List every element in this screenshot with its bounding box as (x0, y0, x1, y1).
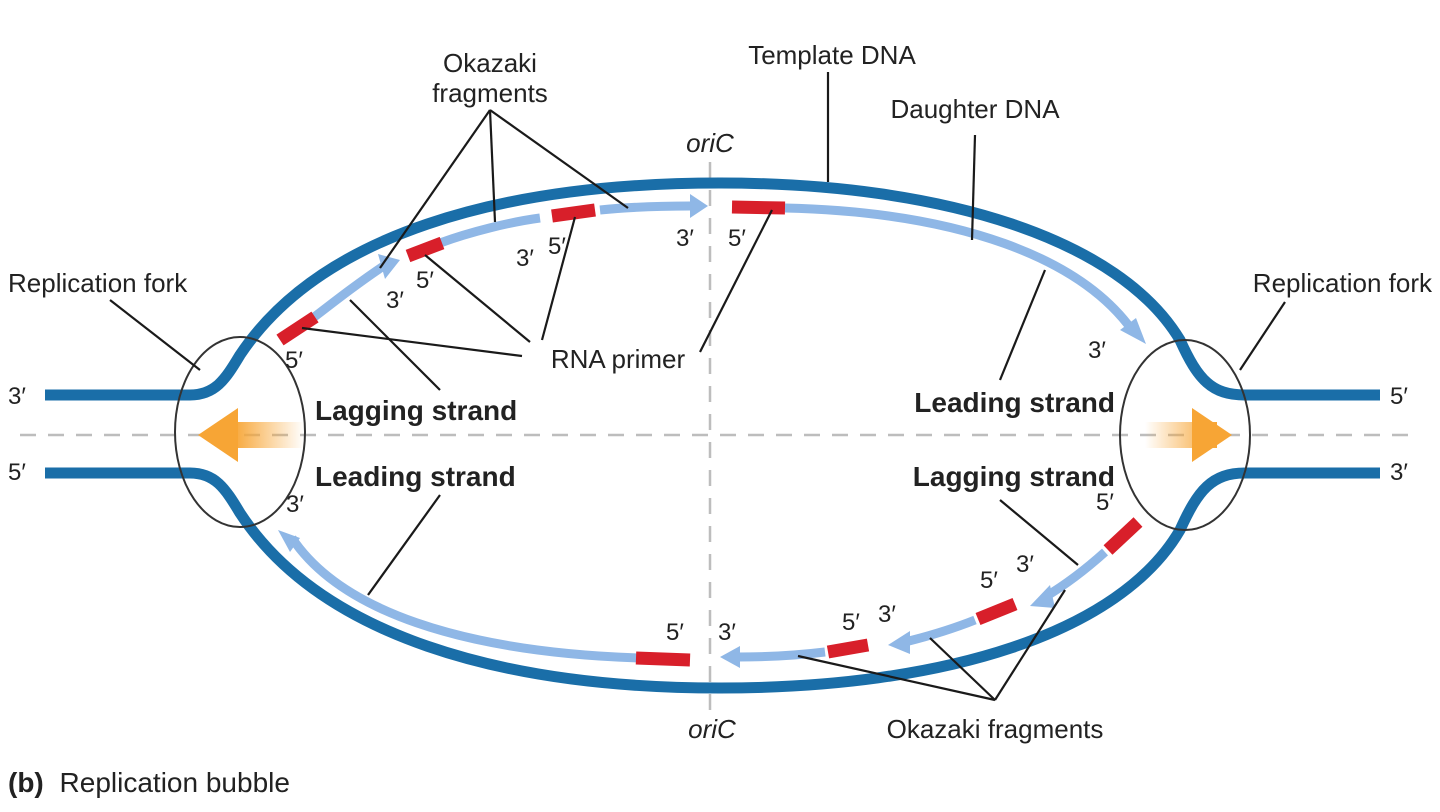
end-tl-5a: 5′ (285, 347, 303, 374)
end-br-3a: 3′ (718, 619, 736, 646)
okazaki-fragment-br-3 (737, 647, 826, 662)
end-br-3b: 3′ (878, 601, 896, 628)
end-tl-5c: 5′ (548, 233, 566, 260)
rna-primer-br-1 (1103, 517, 1143, 555)
okazaki-bottom-label: Okazaki fragments (887, 714, 1104, 744)
end-br-5c: 5′ (1096, 489, 1114, 516)
strand-end-labels: 3′ 5′ 5′ 3′ 5′ 3′ 5′ 3′ 5′ 3′ 5′ 3′ 3′ 5… (8, 225, 1408, 646)
labels: Okazaki fragments Template DNA Daughter … (8, 40, 1433, 798)
leading-strand-left-label: Leading strand (315, 461, 516, 492)
replication-fork-right-ellipse (1119, 339, 1251, 531)
figure-caption: (b) Replication bubble (8, 767, 290, 798)
caption-letter: (b) (8, 767, 44, 798)
rna-primer-tr (731, 200, 786, 215)
replication-fork-left-label: Replication fork (8, 268, 188, 298)
end-br-5b: 5′ (980, 567, 998, 594)
fork-direction-arrow-left (198, 408, 304, 462)
replication-fork-left-ellipse (174, 336, 306, 528)
okazaki-fragment-tl-2 (438, 213, 541, 248)
rna-primer-tl-2 (405, 236, 445, 263)
rna-primers (276, 200, 1143, 667)
oric-bottom-label: oriC (688, 714, 736, 744)
okazaki-top-label-2: fragments (432, 78, 548, 108)
daughter-arrowheads (278, 194, 1146, 668)
end-br-5a: 5′ (842, 609, 860, 636)
lagging-strand-left-label: Lagging strand (315, 395, 517, 426)
end-tr-3: 3′ (1088, 337, 1106, 364)
rna-primer-label: RNA primer (551, 344, 686, 374)
end-bl-5: 5′ (666, 619, 684, 646)
fork-direction-arrow-right (1145, 408, 1232, 462)
okazaki-fragment-br-1 (1042, 548, 1109, 601)
leading-strand-right-label: Leading strand (914, 387, 1115, 418)
daughter-dna-label: Daughter DNA (890, 94, 1060, 124)
end-left-bottom: 5′ (8, 459, 26, 486)
end-right-top: 5′ (1390, 383, 1408, 410)
end-tl-3a: 3′ (386, 287, 404, 314)
rna-primer-tl-1 (276, 311, 319, 346)
okazaki-top-label-1: Okazaki (443, 48, 537, 78)
end-tl-5b: 5′ (416, 267, 434, 294)
end-tr-5: 5′ (728, 225, 746, 252)
template-dna-label: Template DNA (748, 40, 916, 70)
rna-primer-bl (635, 651, 691, 667)
okazaki-fragment-br-2 (903, 615, 977, 647)
leading-strand-bl (288, 535, 641, 663)
pointer-lines (109, 72, 1286, 702)
daughter-dna (288, 201, 1136, 663)
leading-strand-tr (784, 203, 1136, 333)
rna-primer-tl-3 (551, 203, 596, 223)
end-left-top: 3′ (8, 383, 26, 410)
end-br-3c: 3′ (1016, 551, 1034, 578)
end-tl-3b: 3′ (516, 245, 534, 272)
lagging-strand-right-label: Lagging strand (913, 461, 1115, 492)
oric-top-label: oriC (686, 128, 734, 158)
replication-fork-right-label: Replication fork (1253, 268, 1433, 298)
end-right-bottom: 3′ (1390, 459, 1408, 486)
rna-primer-br-3 (826, 638, 870, 659)
okazaki-fragment-tl-3 (599, 201, 691, 215)
rna-primer-br-2 (975, 597, 1018, 626)
end-tl-3c: 3′ (676, 225, 694, 252)
caption-text: Replication bubble (60, 767, 290, 798)
end-bl-3: 3′ (286, 491, 304, 518)
